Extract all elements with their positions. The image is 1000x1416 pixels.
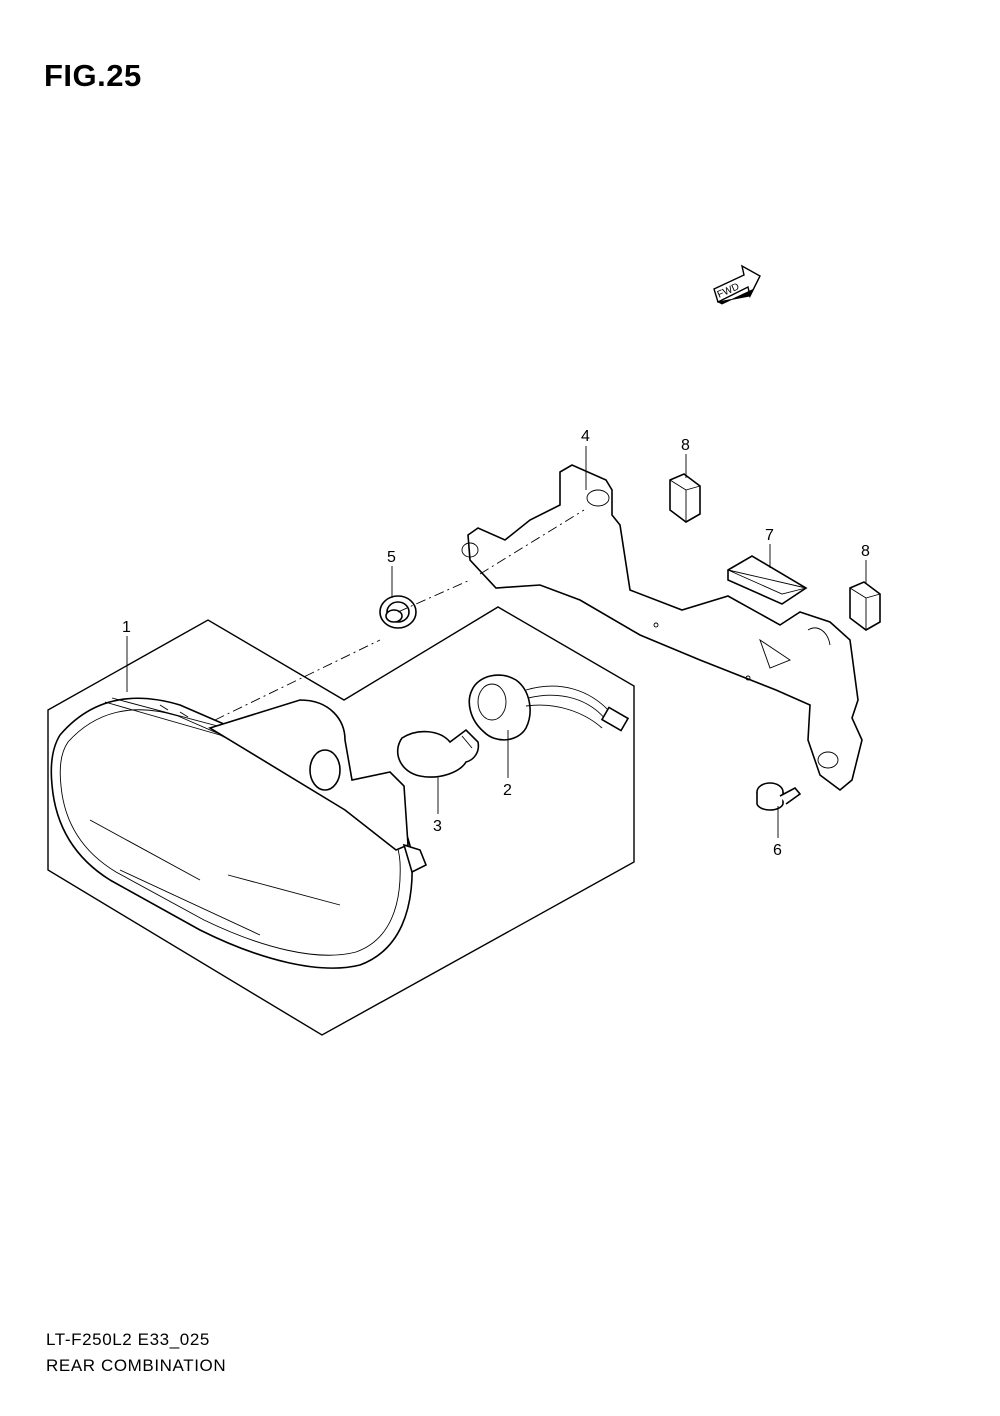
rear-combination-lamp <box>50 697 428 969</box>
callout-4: 4 <box>581 428 590 445</box>
callout-8b: 8 <box>861 543 870 560</box>
cushion-pad-8-upper <box>669 473 701 523</box>
callout-7: 7 <box>765 527 774 544</box>
callout-3: 3 <box>433 818 442 835</box>
bolt <box>756 782 802 811</box>
cushion-pad-8-lower <box>849 581 881 631</box>
callout-8a: 8 <box>681 437 690 454</box>
callout-1: 1 <box>122 619 131 636</box>
bulb <box>396 728 480 778</box>
figure-name: REAR COMBINATION <box>46 1356 227 1375</box>
callout-6: 6 <box>773 842 782 859</box>
bulb-socket <box>468 674 630 741</box>
figure-title: FIG.25 <box>44 58 142 93</box>
lamp-bracket <box>461 464 863 792</box>
assembly-frame <box>47 606 635 1036</box>
fwd-arrow-icon: FWD <box>713 264 761 305</box>
callout-5: 5 <box>387 549 396 566</box>
cushion-pad-7 <box>727 555 808 605</box>
callout-2: 2 <box>503 782 512 799</box>
model-code: LT-F250L2 E33_025 <box>46 1330 210 1349</box>
